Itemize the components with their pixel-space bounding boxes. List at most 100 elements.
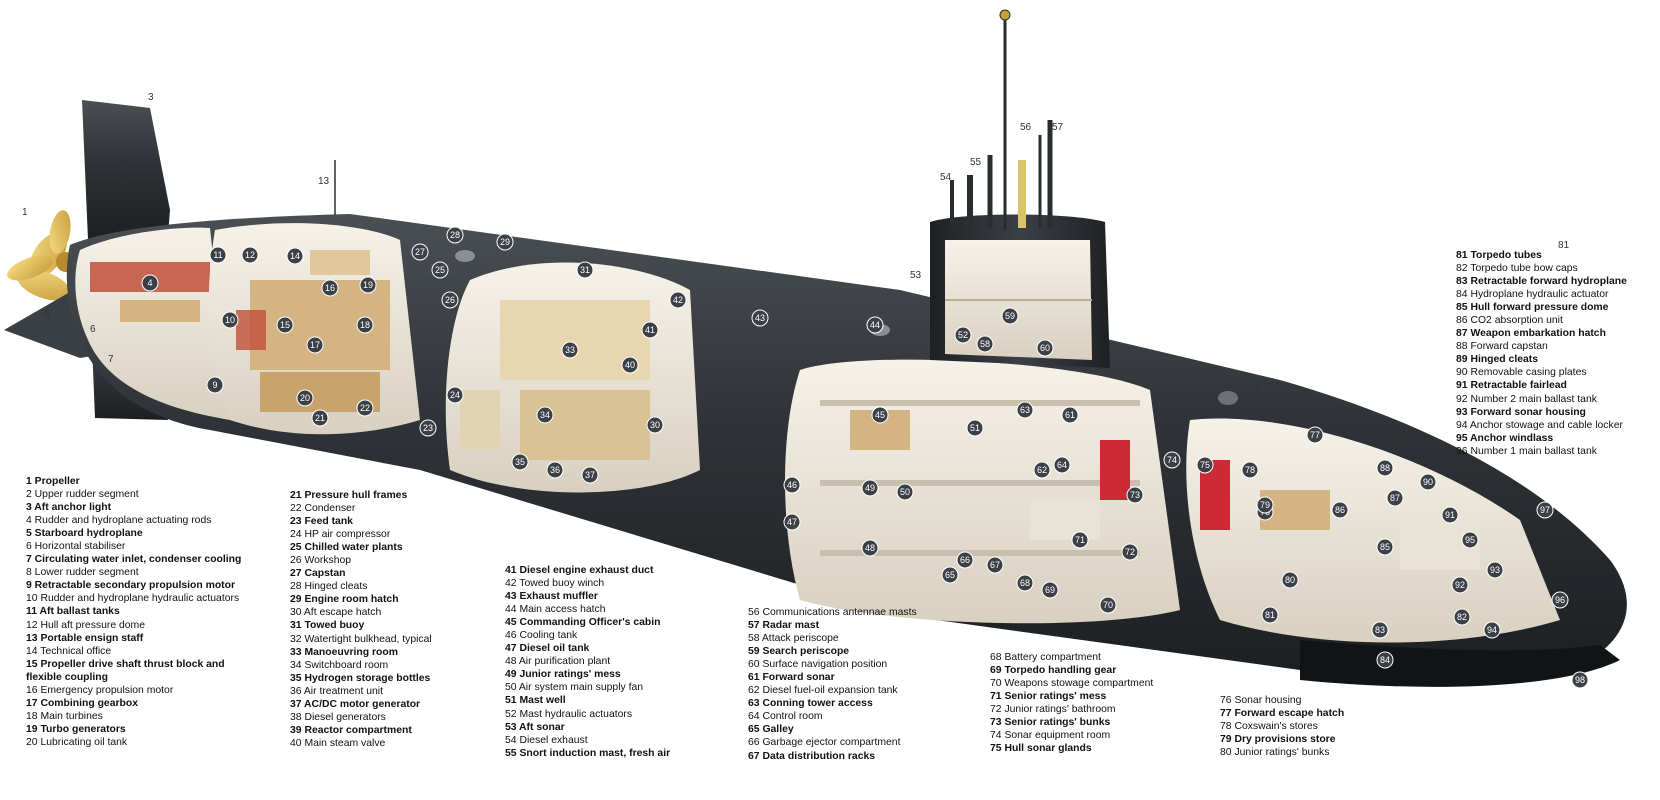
legend-item: 22 Condenser: [290, 503, 356, 515]
external-label-1: 1: [22, 207, 28, 218]
callout-number: 58: [980, 339, 990, 349]
callout-number: 41: [645, 325, 655, 335]
callout-number: 46: [787, 480, 797, 490]
callout-number: 18: [360, 320, 370, 330]
callout-number: 48: [865, 543, 875, 553]
masts: [334, 9, 1053, 230]
callout-number: 85: [1380, 542, 1390, 552]
legend-item: 72 Junior ratings' bathroom: [990, 704, 1116, 716]
control-room-cutaway: [785, 359, 1180, 624]
callout-86: 86: [1331, 501, 1349, 519]
legend-item: 64 Control room: [748, 711, 823, 723]
legend-item: 46 Cooling tank: [505, 630, 578, 642]
legend-item: 92 Number 2 main ballast tank: [1456, 393, 1597, 405]
callout-number: 24: [450, 390, 460, 400]
callout-number: 83: [1375, 625, 1385, 635]
legend-item: 66 Garbage ejector compartment: [748, 737, 901, 749]
callout-90: 90: [1419, 473, 1437, 491]
legend-item: 91 Retractable fairlead: [1456, 380, 1567, 392]
external-label-6: 6: [90, 324, 96, 335]
legend-item: 18 Main turbines: [26, 710, 103, 722]
legend-item: 10 Rudder and hydroplane hydraulic actua…: [26, 593, 240, 605]
callout-79: 79: [1256, 496, 1274, 514]
callout-75: 75: [1196, 456, 1214, 474]
legend-item: 86 CO2 absorption unit: [1456, 315, 1563, 327]
legend-item: 38 Diesel generators: [290, 711, 386, 723]
callout-number: 81: [1265, 610, 1275, 620]
callout-68: 68: [1016, 574, 1034, 592]
callout-94: 94: [1483, 621, 1501, 639]
external-label-53: 53: [910, 270, 922, 281]
conning-tower: [930, 214, 1110, 368]
legend-item: 4 Rudder and hydroplane actuating rods: [26, 515, 212, 527]
legend-item: 77 Forward escape hatch: [1220, 708, 1345, 720]
callout-number: 72: [1125, 547, 1135, 557]
legend-item: 70 Weapons stowage compartment: [990, 678, 1154, 690]
legend-item: 11 Aft ballast tanks: [26, 606, 120, 618]
callout-49: 49: [861, 479, 879, 497]
legend-item: 47 Diesel oil tank: [505, 643, 590, 655]
callout-44: 44: [866, 316, 884, 334]
legend-item: 52 Mast hydraulic actuators: [505, 708, 633, 720]
legend-item: 85 Hull forward pressure dome: [1456, 302, 1609, 314]
legend-item: 23 Feed tank: [290, 516, 353, 528]
callout-14: 14: [286, 247, 304, 265]
callout-33: 33: [561, 341, 579, 359]
callout-number: 97: [1540, 505, 1550, 515]
external-label-7: 7: [108, 354, 114, 365]
callout-number: 86: [1335, 505, 1345, 515]
external-label-56: 56: [1020, 122, 1032, 133]
legend-item: 78 Coxswain's stores: [1220, 721, 1318, 733]
callout-number: 87: [1390, 493, 1400, 503]
external-label-3: 3: [148, 92, 154, 103]
external-label-99: 99: [1250, 384, 1262, 395]
upper-rudder: [82, 100, 170, 240]
legend-item: 76 Sonar housing: [1220, 695, 1302, 706]
callout-number: 79: [1260, 500, 1270, 510]
callout-number: 19: [363, 280, 373, 290]
callout-number: 66: [960, 555, 970, 565]
legend-item: 82 Torpedo tube bow caps: [1456, 263, 1578, 275]
legend-item: 80 Junior ratings' bunks: [1220, 747, 1330, 759]
callout-87: 87: [1386, 489, 1404, 507]
legend-item: 8 Lower rudder segment: [26, 567, 139, 579]
callout-45: 45: [871, 406, 889, 424]
callout-50: 50: [896, 483, 914, 501]
callout-number: 40: [625, 360, 635, 370]
callout-number: 29: [500, 237, 510, 247]
callout-37: 37: [581, 466, 599, 484]
legend-item: 17 Combining gearbox: [26, 697, 139, 709]
callout-60: 60: [1036, 339, 1054, 357]
callout-number: 91: [1445, 510, 1455, 520]
callout-77: 77: [1306, 426, 1324, 444]
callout-81: 81: [1261, 606, 1279, 624]
callout-58: 58: [976, 335, 994, 353]
callout-number: 71: [1075, 535, 1085, 545]
callout-number: 14: [290, 251, 300, 261]
legend-item: 59 Search periscope: [748, 646, 850, 658]
callout-number: 27: [415, 247, 425, 257]
external-label-81: 81: [1558, 240, 1570, 251]
external-label-2: 2: [120, 164, 126, 175]
callout-46: 46: [783, 476, 801, 494]
callout-number: 90: [1423, 477, 1433, 487]
callout-23: 23: [419, 419, 437, 437]
callout-number: 17: [310, 340, 320, 350]
legend-item: 49 Junior ratings' mess: [505, 669, 621, 681]
callout-88: 88: [1376, 459, 1394, 477]
callout-26: 26: [441, 291, 459, 309]
callout-31: 31: [576, 261, 594, 279]
callout-98: 98: [1571, 671, 1589, 689]
legend-item: 73 Senior ratings' bunks: [990, 717, 1111, 729]
legend-item: 90 Removable casing plates: [1456, 367, 1587, 379]
callout-number: 92: [1455, 580, 1465, 590]
callout-93: 93: [1486, 561, 1504, 579]
callout-number: 77: [1310, 430, 1320, 440]
legend-item: 84 Hydroplane hydraulic actuator: [1456, 289, 1609, 301]
callout-number: 36: [550, 465, 560, 475]
callout-number: 4: [147, 278, 152, 288]
callout-number: 47: [787, 517, 797, 527]
